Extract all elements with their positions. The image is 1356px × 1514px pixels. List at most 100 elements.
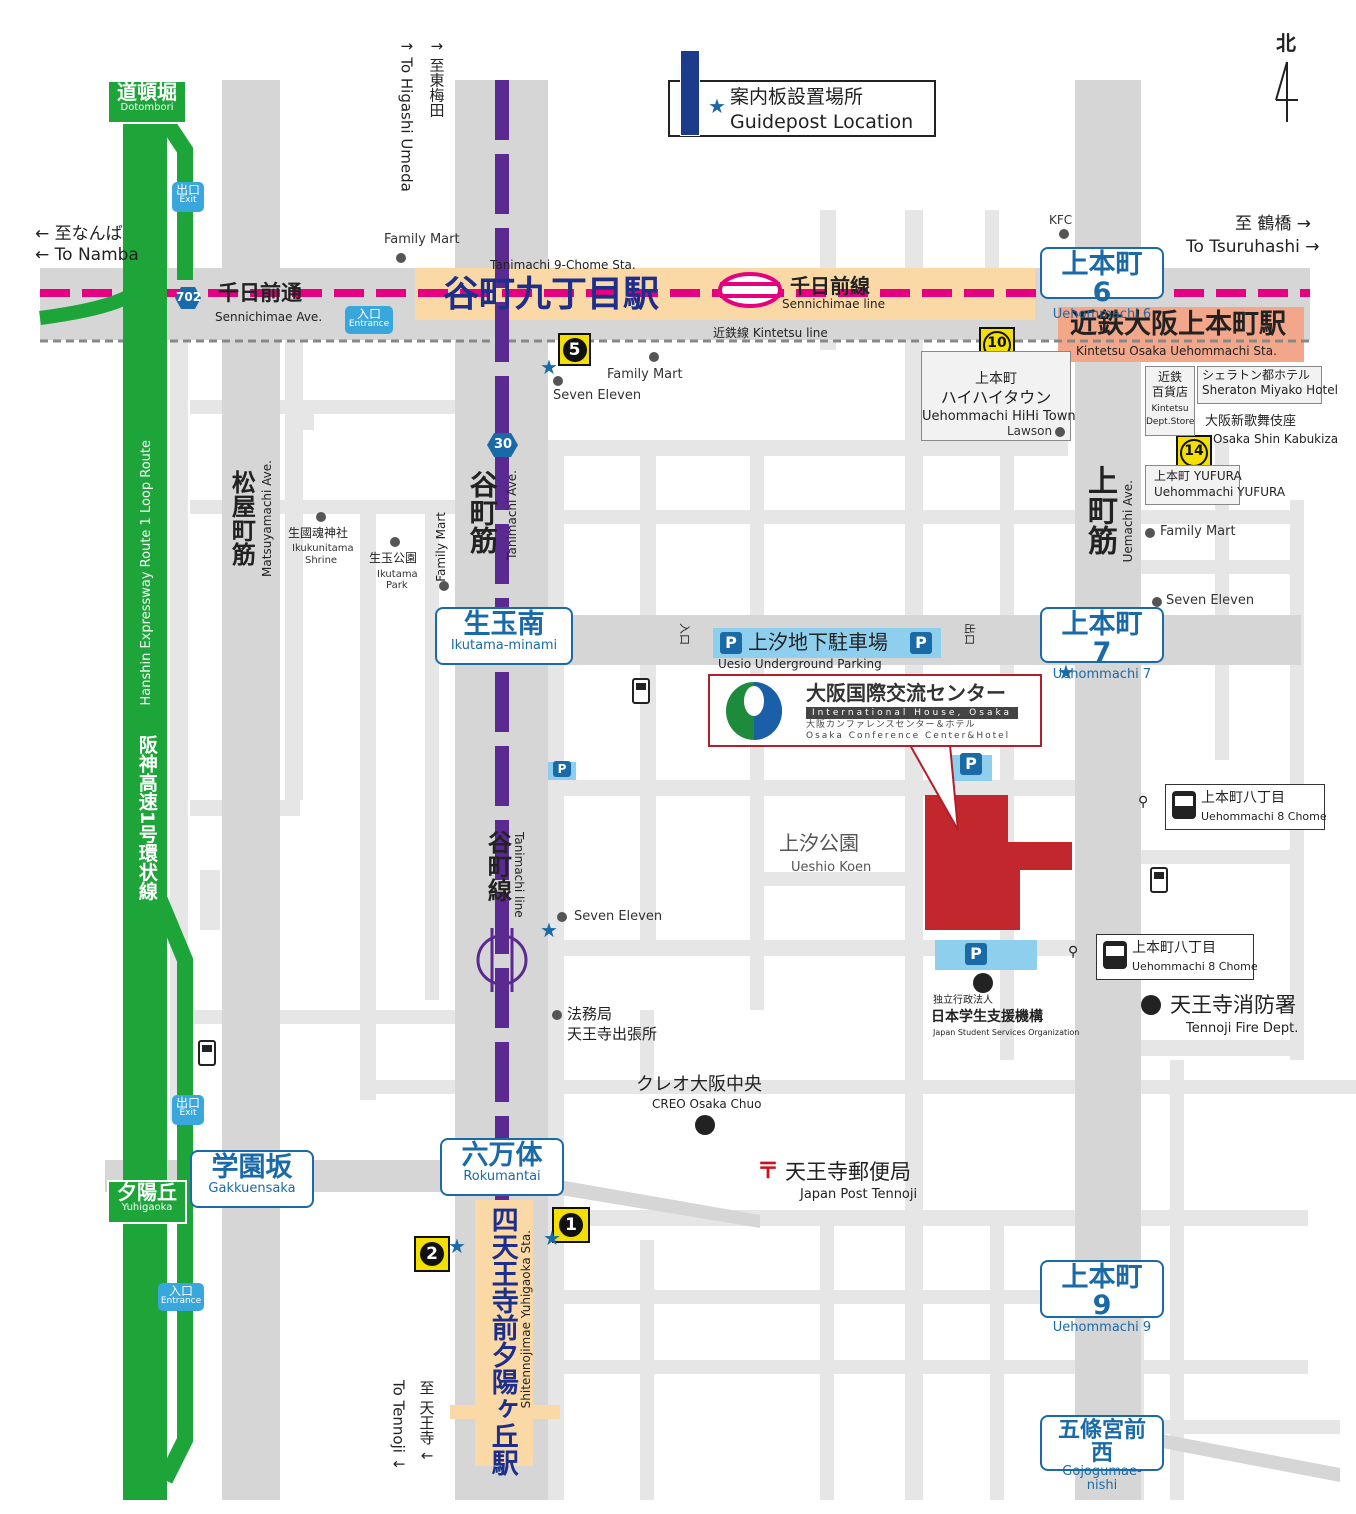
poi-dot (396, 253, 406, 263)
bus-stop-pin-icon: ⚲ (1068, 944, 1079, 960)
kabukiza-en: Osaka Shin Kabukiza (1213, 432, 1339, 446)
venue-callout: 大阪国際交流センター International House, Osaka 大阪… (708, 674, 1042, 747)
yufura-building: 上本町 YUFURA Uehommachi YUFURA (1145, 465, 1285, 505)
kintetsu-dept-store: 近鉄 百貨店 Kintetsu Dept.Store (1145, 366, 1195, 436)
parking-icon: P (720, 632, 742, 654)
tanimachi-ave-en: Tanimachi Ave. (505, 470, 519, 560)
tanimachi-line-jp: 谷町線 (483, 830, 512, 902)
family-mart-label: Family Mart (384, 232, 460, 247)
tanimachi-ave-jp: 谷町筋 (465, 470, 499, 554)
post-office-jp: 天王寺郵便局 (785, 1160, 911, 1184)
sheraton-jp: シェラトン都ホテル (1202, 368, 1311, 382)
bus-icon (1172, 791, 1196, 819)
direction-tsuruhashi-en: To Tsuruhashi → (1186, 237, 1320, 257)
parking-out-label: 出口 (963, 623, 977, 646)
kintetsu-dept-en1: Kintetsu (1151, 404, 1189, 414)
expressway-label-jp: 阪神高速1号環状線 (135, 735, 158, 901)
station-exit-1: 1 (552, 1207, 590, 1243)
poi-dot (390, 537, 400, 547)
legend-jp: 案内板設置場所 (730, 86, 864, 108)
parking-icon: P (960, 753, 982, 775)
poi-dot (649, 352, 659, 362)
direction-higashi-umeda-jp: ↑ 至東梅田 (427, 40, 446, 118)
parking-in-label: 入口 (678, 623, 692, 646)
direction-tennoji-en: To Tennoji ↓ (389, 1380, 408, 1471)
kintetsu-station-jp: 近鉄大阪上本町駅 (1070, 309, 1286, 340)
venue-sub-en: Osaka Conference Center&Hotel (806, 731, 1011, 741)
sennichimae-ave-en: Sennichimae Ave. (215, 310, 323, 324)
guidepost-star-icon: ★ (1057, 660, 1075, 684)
jasso-en: Japan Student Services Organization (933, 1028, 1080, 1037)
poi-dot (1152, 597, 1162, 607)
post-office-icon: 〒 (757, 1159, 780, 1184)
poi-dot (553, 376, 563, 386)
guidepost-star-icon: ★ (543, 1226, 561, 1250)
station-exit-5: 5 (558, 333, 591, 366)
hihi-town-building: 上本町 ハイハイタウン Uehommachi HiHi Town Lawson (921, 351, 1076, 441)
lawson-label: Lawson (1007, 424, 1053, 438)
sennichimae-line-en: Sennichimae line (782, 297, 885, 311)
venue-logo (726, 682, 782, 740)
poi-dot (557, 912, 567, 922)
guidepost-star-icon: ★ (540, 355, 558, 379)
seven-eleven-label: Seven Eleven (574, 909, 663, 924)
bus-stop-jp: 上本町八丁目 (1132, 940, 1216, 956)
route-702-label: 702 (176, 290, 202, 304)
yufura-jp: 上本町 YUFURA (1154, 469, 1242, 483)
creo-jp: クレオ大阪中央 (636, 1074, 762, 1095)
direction-higashi-umeda-en: ↑ To Higashi Umeda (397, 40, 416, 192)
parking-icon: P (910, 632, 932, 654)
kintetsu-dept-jp1: 近鉄 (1157, 370, 1182, 384)
family-mart-label: Family Mart (607, 367, 683, 382)
sennichimae-line-jp: 千日前線 (790, 274, 870, 298)
bus-stop-south: 上本町八丁目 Uehommachi 8 Chome (1096, 934, 1258, 980)
poi-dot (1059, 229, 1069, 239)
creo-dot (695, 1115, 715, 1135)
kfc-label: KFC (1049, 213, 1073, 227)
kintetsu-station-en: Kintetsu Osaka Uehommachi Sta. (1076, 344, 1277, 358)
creo-en: CREO Osaka Chuo (652, 1097, 762, 1111)
poi-dot (1055, 427, 1065, 437)
bus-stop-north: 上本町八丁目 Uehommachi 8 Chome (1165, 784, 1327, 830)
sheraton-building: シェラトン都ホテル Sheraton Miyako Hotel (1197, 366, 1338, 404)
kintetsu-dept-en2: Dept.Store (1146, 417, 1195, 427)
gas-station-icon (1150, 867, 1168, 893)
guidepost-icon (680, 50, 700, 136)
jasso-dot (973, 973, 993, 993)
jasso-jp: 日本学生支援機構 (931, 1009, 1043, 1025)
jasso-jp0: 独立行政法人 (933, 995, 993, 1006)
homu-jp1: 法務局 (567, 1005, 613, 1023)
ikutama-park-en1: Ikutama (377, 569, 418, 580)
ikutama-park-jp: 生玉公園 (369, 551, 418, 565)
bus-stop-pin-icon: ⚲ (1138, 794, 1149, 810)
poi-dot (552, 1010, 562, 1020)
route-30-label: 30 (493, 437, 513, 452)
ueshio-park-en: Ueshio Koen (791, 860, 872, 875)
tanimachi9-station-en: Tanimachi 9-Chome Sta. (490, 258, 636, 272)
parking-icon: P (553, 761, 571, 777)
sheraton-en: Sheraton Miyako Hotel (1202, 383, 1338, 397)
bus-stop-jp: 上本町八丁目 (1201, 790, 1285, 806)
venue-sub-jp: 大阪カンファレンスセンター＆ホテル (806, 720, 976, 730)
direction-namba-jp: ← 至なんば (35, 224, 123, 244)
bus-stop-en: Uehommachi 8 Chome (1201, 810, 1327, 823)
uemachi-ave-jp: 上町筋 (1082, 465, 1117, 555)
fire-dept-en: Tennoji Fire Dept. (1186, 1021, 1299, 1036)
guidepost-star-icon: ★ (448, 1234, 466, 1258)
north-label: 北 (1276, 31, 1296, 55)
bus-icon (1103, 941, 1127, 969)
poi-dot (1145, 528, 1155, 538)
tanimachi9-station-jp: 谷町九丁目駅 (443, 274, 660, 315)
fire-dept-jp: 天王寺消防署 (1170, 993, 1296, 1017)
ikutama-park-en2: Park (386, 580, 408, 591)
post-office-en: Japan Post Tennoji (800, 1187, 918, 1202)
gas-station-icon (632, 678, 650, 704)
